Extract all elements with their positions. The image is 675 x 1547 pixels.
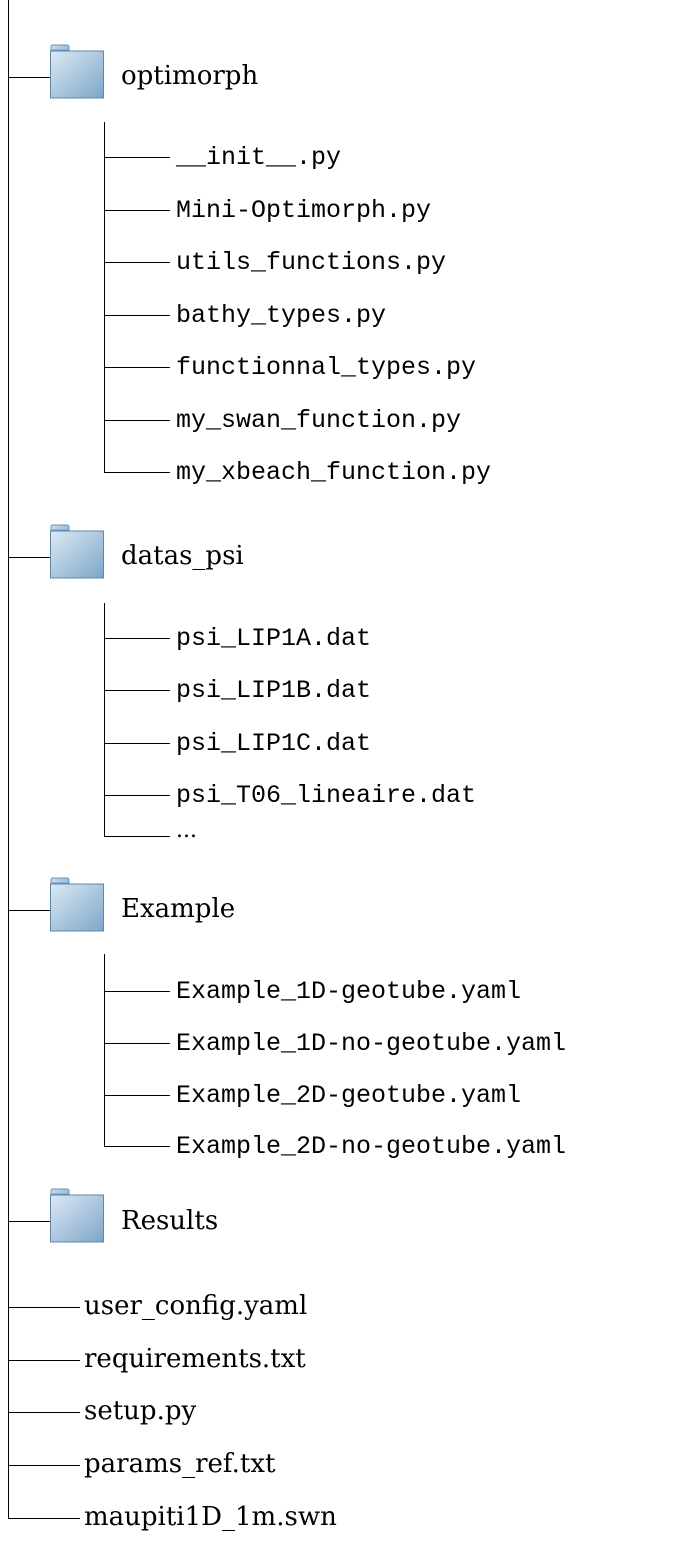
file-branch-line	[104, 1095, 170, 1096]
subtree-line	[104, 122, 105, 473]
file-label: my_xbeach_function.py	[176, 458, 492, 487]
folder-icon	[50, 44, 104, 99]
folder-label: datas_psi	[121, 541, 244, 571]
file-label: requirements.txt	[84, 1344, 306, 1374]
file-label: psi_LIP1A.dat	[176, 624, 372, 653]
file-branch-line	[104, 1146, 170, 1147]
file-label: bathy_types.py	[176, 301, 387, 330]
file-branch-line	[104, 836, 170, 837]
file-branch-line	[104, 991, 170, 992]
folder-label: Results	[121, 1206, 219, 1236]
file-branch-line	[104, 472, 170, 473]
file-branch-line	[8, 1307, 80, 1308]
file-branch-line	[8, 1518, 80, 1519]
file-label: Example_1D-no-geotube.yaml	[176, 1029, 567, 1058]
folder-branch-line	[8, 1221, 50, 1222]
file-branch-line	[104, 638, 170, 639]
file-label: Example_2D-geotube.yaml	[176, 1081, 522, 1110]
subtree-line	[104, 954, 105, 1146]
folder-branch-line	[8, 77, 50, 78]
file-branch-line	[104, 210, 170, 211]
file-label: __init__.py	[176, 143, 342, 172]
file-branch-line	[8, 1465, 80, 1466]
folder-icon	[50, 1188, 104, 1243]
folder-branch-line	[8, 557, 50, 558]
ellipsis-label: ...	[176, 818, 197, 843]
file-branch-line	[104, 367, 170, 368]
file-label: utils_functions.py	[176, 248, 447, 277]
file-label: psi_LIP1C.dat	[176, 729, 372, 758]
subtree-line	[104, 603, 105, 837]
root-trunk-line	[8, 0, 9, 1518]
folder-label: optimorph	[121, 61, 259, 91]
file-label: Example_2D-no-geotube.yaml	[176, 1132, 567, 1161]
file-label: my_swan_function.py	[176, 406, 462, 435]
file-label: setup.py	[84, 1396, 197, 1426]
file-label: psi_T06_lineaire.dat	[176, 781, 477, 810]
folder-branch-line	[8, 910, 50, 911]
file-label: params_ref.txt	[84, 1449, 276, 1479]
folder-icon	[50, 524, 104, 579]
file-branch-line	[104, 420, 170, 421]
file-branch-line	[8, 1360, 80, 1361]
file-label: psi_LIP1B.dat	[176, 676, 372, 705]
file-branch-line	[8, 1412, 80, 1413]
file-branch-line	[104, 1043, 170, 1044]
folder-icon	[50, 877, 104, 932]
file-branch-line	[104, 315, 170, 316]
file-branch-line	[104, 743, 170, 744]
file-branch-line	[104, 262, 170, 263]
file-label: Example_1D-geotube.yaml	[176, 977, 522, 1006]
file-branch-line	[104, 795, 170, 796]
file-label: user_config.yaml	[84, 1291, 308, 1321]
file-label: functionnal_types.py	[176, 353, 477, 382]
file-label: maupiti1D_1m.swn	[84, 1502, 337, 1532]
file-branch-line	[104, 690, 170, 691]
file-label: Mini-Optimorph.py	[176, 196, 432, 225]
file-branch-line	[104, 157, 170, 158]
folder-label: Example	[121, 894, 236, 924]
